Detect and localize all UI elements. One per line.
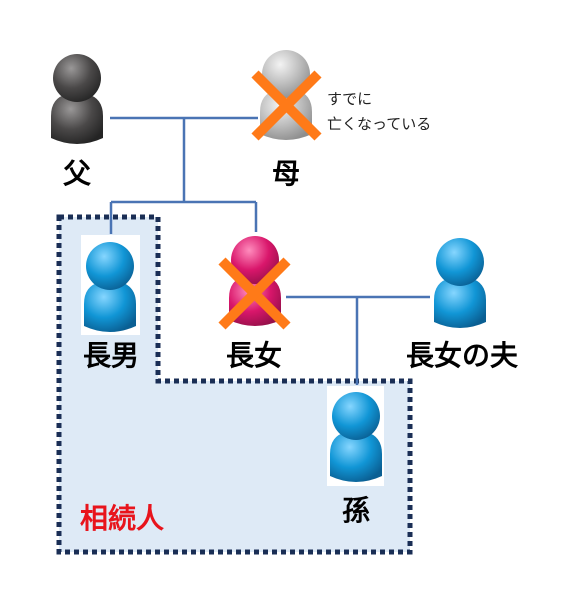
mother-note-line-1: すでに — [327, 90, 372, 108]
daughters-husband-label: 長女の夫 — [406, 339, 519, 372]
eldest-daughter-label: 長女 — [226, 339, 282, 372]
eldest-son-label: 長男 — [83, 339, 139, 372]
deceased-cross-icon — [218, 257, 291, 330]
deceased-cross-icon — [251, 70, 322, 141]
eldest-son-figure: 長男 — [81, 235, 140, 372]
mother-figure: 母 すでに 亡くなっている — [251, 50, 431, 190]
daughters-husband-figure: 長女の夫 — [406, 238, 519, 372]
heirs-label: 相続人 — [80, 502, 164, 535]
grandchild-label: 孫 — [342, 494, 370, 527]
person-icon — [84, 242, 136, 332]
mother-note-line-2: 亡くなっている — [327, 115, 431, 133]
father-label: 父 — [63, 157, 92, 190]
grandchild-figure: 孫 — [327, 386, 384, 527]
person-icon — [330, 392, 382, 482]
eldest-daughter-figure: 長女 — [218, 236, 291, 372]
person-icon — [434, 238, 486, 328]
mother-label: 母 — [272, 157, 300, 190]
father-figure: 父 — [51, 54, 103, 190]
person-icon — [51, 54, 103, 144]
heirs-region — [56, 214, 413, 555]
connector-lines — [109, 116, 430, 385]
